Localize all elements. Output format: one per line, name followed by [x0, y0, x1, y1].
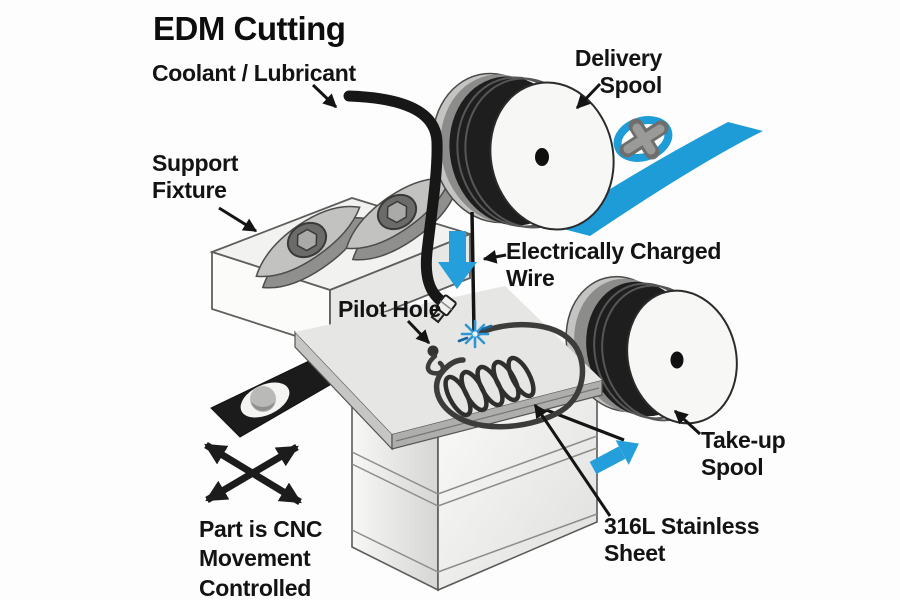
cnc-motion-arrows	[204, 442, 302, 505]
coolant-pointer	[311, 83, 338, 109]
label-coolant-lubricant: Coolant / Lubricant	[152, 60, 356, 86]
clamp	[255, 205, 368, 289]
lead-in-cut	[425, 353, 446, 376]
coolant-tube	[343, 90, 452, 310]
label-316l-stainless-sheet: 316L Stainless Sheet	[604, 513, 760, 567]
delivery-pointer	[575, 82, 602, 110]
coil-cut	[443, 355, 536, 418]
label-support-fixture: Support Fixture	[152, 150, 239, 204]
wire-pointer	[482, 249, 507, 264]
spool-face	[489, 81, 615, 231]
pilot-hole	[427, 345, 439, 357]
spool-hub	[535, 148, 549, 166]
label-delivery-spool: Delivery Spool	[574, 45, 662, 99]
diagram-title: EDM Cutting	[153, 10, 346, 47]
label-take-up-spool: Take-up Spool	[701, 427, 786, 481]
electrode-wire-lower	[535, 404, 625, 442]
delivery-spool	[431, 72, 615, 231]
electrode-wire	[470, 211, 476, 332]
hex-nut-head	[296, 228, 318, 252]
ribbon-loop	[613, 116, 673, 162]
label-cnc-movement: Part is CNC Movement Controlled	[199, 516, 323, 600]
label-pointers	[218, 82, 702, 517]
support-pointer	[218, 206, 258, 233]
spool-hub	[670, 351, 684, 369]
sheet-pointer	[533, 403, 612, 517]
label-pilot-hole: Pilot Hole	[338, 296, 442, 322]
workpiece-sheet	[294, 286, 603, 451]
ball-detent	[250, 386, 276, 412]
hex-nut-head	[386, 200, 408, 224]
nozzle	[430, 294, 457, 324]
wire-down-arrow	[438, 231, 477, 289]
wire-feed-ribbon	[552, 122, 763, 236]
cross-knob-icon	[619, 118, 669, 160]
takeup-pointer	[673, 409, 702, 436]
label-electrically-charged-wire: Electrically Charged Wire	[506, 238, 722, 292]
spark	[457, 319, 493, 349]
feed-direction-arrow	[589, 440, 639, 475]
pilot-pointer	[406, 319, 431, 345]
